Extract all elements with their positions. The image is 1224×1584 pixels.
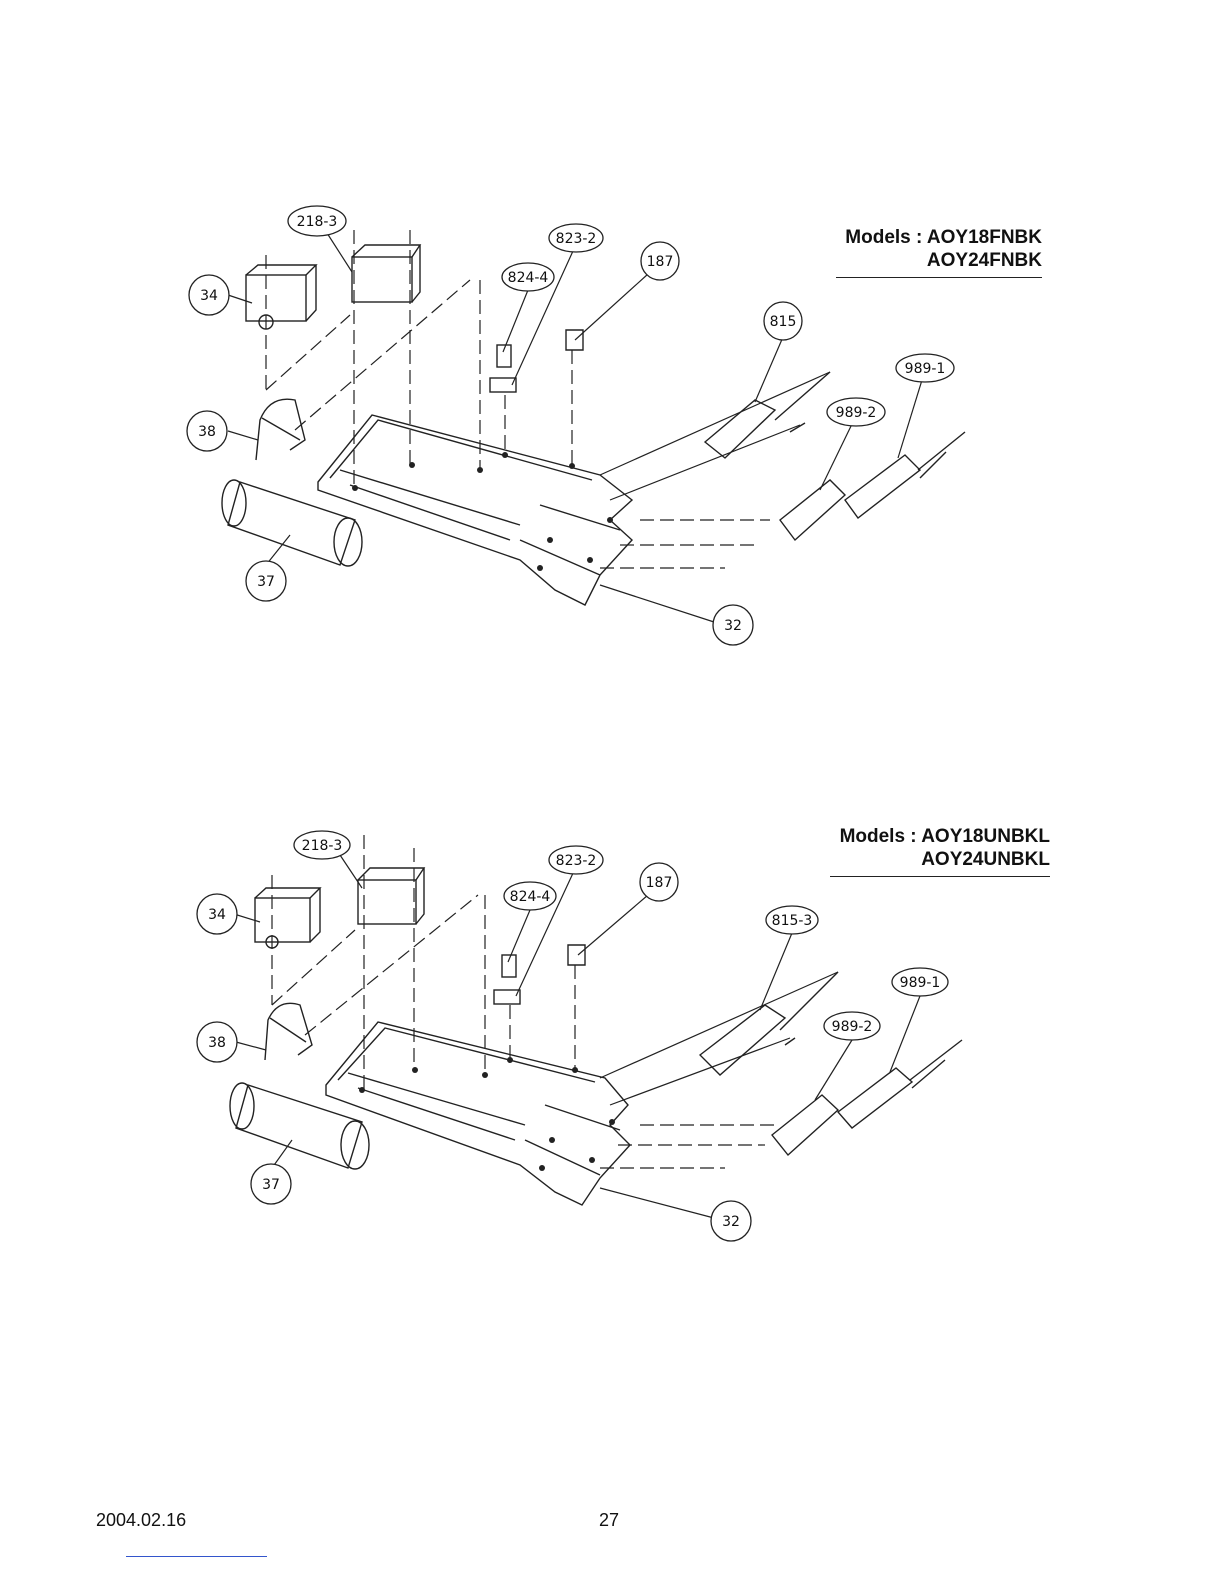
svg-text:989-1: 989-1 (900, 975, 941, 991)
terminal-block-989-2 (780, 480, 845, 540)
svg-text:32: 32 (722, 1214, 740, 1230)
svg-text:38: 38 (208, 1035, 226, 1051)
models-line-2: AOY24UNBKL (830, 848, 1050, 871)
svg-text:815-3: 815-3 (772, 913, 813, 929)
svg-text:824-4: 824-4 (510, 889, 551, 905)
chassis-plate (318, 415, 632, 605)
page-number: 27 (599, 1510, 619, 1531)
svg-text:823-2: 823-2 (556, 853, 597, 869)
svg-text:815: 815 (770, 314, 797, 330)
svg-text:34: 34 (208, 907, 226, 923)
models-label-2: Models : AOY18UNBKL AOY24UNBKL (830, 825, 1050, 871)
footer-link-underline[interactable] (126, 1556, 267, 1557)
svg-text:989-2: 989-2 (836, 405, 877, 421)
models-underline (836, 277, 1042, 278)
models-underline (830, 876, 1050, 877)
footer-date: 2004.02.16 (96, 1510, 186, 1531)
clamp-38 (256, 399, 305, 460)
relay-218-3 (352, 257, 412, 302)
svg-text:37: 37 (257, 574, 275, 590)
svg-text:824-4: 824-4 (508, 270, 549, 286)
svg-text:38: 38 (198, 424, 216, 440)
terminal-block-815-3 (700, 1005, 785, 1075)
models-line-1: Models : AOY18UNBKL (830, 825, 1050, 848)
svg-text:823-2: 823-2 (556, 231, 597, 247)
svg-text:218-3: 218-3 (297, 214, 338, 230)
terminal-block-989-1 (845, 455, 920, 518)
exploded-diagram-1: 218-3 823-2 824-4 187 34 815 989-1 989-2… (0, 0, 1224, 680)
capacitor-34-b (255, 898, 310, 942)
svg-text:989-1: 989-1 (905, 361, 946, 377)
models-line-1: Models : AOY18FNBK (836, 226, 1042, 249)
parts-drawing-2: 218-3 823-2 824-4 187 34 815-3 989-1 989… (0, 600, 1224, 1280)
svg-text:187: 187 (646, 875, 673, 891)
models-line-2: AOY24FNBK (836, 249, 1042, 272)
terminal-block-989-2-b (772, 1095, 838, 1155)
chassis-plate-2 (326, 1022, 630, 1205)
models-label-1: Models : AOY18FNBK AOY24FNBK (836, 226, 1042, 272)
svg-text:989-2: 989-2 (832, 1019, 873, 1035)
exploded-diagram-2: 218-3 823-2 824-4 187 34 815-3 989-1 989… (0, 600, 1224, 1280)
relay-218-3-b (358, 880, 416, 924)
svg-text:218-3: 218-3 (302, 838, 343, 854)
svg-text:34: 34 (200, 288, 218, 304)
clamp-38-b (265, 1003, 312, 1060)
svg-text:37: 37 (262, 1177, 280, 1193)
svg-text:187: 187 (647, 254, 674, 270)
capacitor-34 (246, 275, 306, 321)
terminal-block-989-1-b (838, 1068, 912, 1128)
parts-drawing-1: 218-3 823-2 824-4 187 34 815 989-1 989-2… (0, 0, 1224, 680)
